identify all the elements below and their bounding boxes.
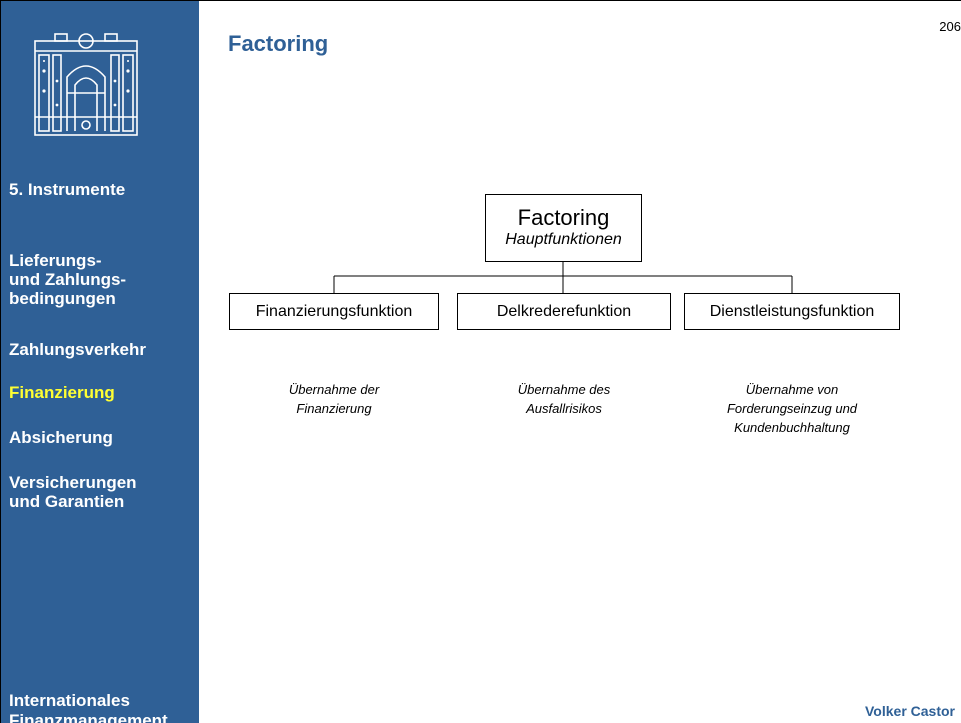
course-title: Internationales Finanzmanagement — [9, 691, 168, 723]
node-delkrederefunktion: Delkrederefunktion — [457, 293, 671, 330]
node-label: Dienstleistungsfunktion — [709, 302, 875, 320]
sidebar: 5. Instrumente Lieferungs- und Zahlungs-… — [1, 1, 199, 723]
root-node-factoring: Factoring Hauptfunktionen — [485, 194, 642, 262]
root-node-title: Factoring — [517, 205, 610, 230]
node-label: Finanzierungsfunktion — [255, 302, 413, 320]
sidebar-item-zahlungsverkehr[interactable]: Zahlungsverkehr — [9, 340, 146, 359]
sidebar-item-instrumente[interactable]: 5. Instrumente — [9, 180, 126, 199]
author-name: Volker Castor — [865, 703, 955, 719]
sidebar-item-absicherung[interactable]: Absicherung — [9, 428, 113, 447]
sidebar-item-versicherungen-garantien[interactable]: Versicherungen und Garantien — [9, 473, 137, 511]
page-number: 206 — [939, 19, 961, 34]
building-facade-logo-icon — [34, 33, 138, 136]
description-finanzierungsfunktion: Übernahme der Finanzierung — [288, 382, 380, 416]
sidebar-item-finanzierung[interactable]: Finanzierung — [9, 383, 115, 402]
description-delkrederefunktion: Übernahme des Ausfallrisikos — [517, 382, 611, 416]
node-label: Delkrederefunktion — [496, 302, 632, 320]
node-finanzierungsfunktion: Finanzierungsfunktion — [229, 293, 439, 330]
node-dienstleistungsfunktion: Dienstleistungsfunktion — [684, 293, 900, 330]
sidebar-item-lieferungs-zahlungsbedingungen[interactable]: Lieferungs- und Zahlungs- bedingungen — [9, 251, 127, 308]
root-node-subtitle: Hauptfunktionen — [505, 231, 622, 248]
page-title: Factoring — [228, 31, 329, 56]
description-dienstleistungsfunktion: Übernahme von Forderungseinzug und Kunde… — [726, 382, 858, 435]
